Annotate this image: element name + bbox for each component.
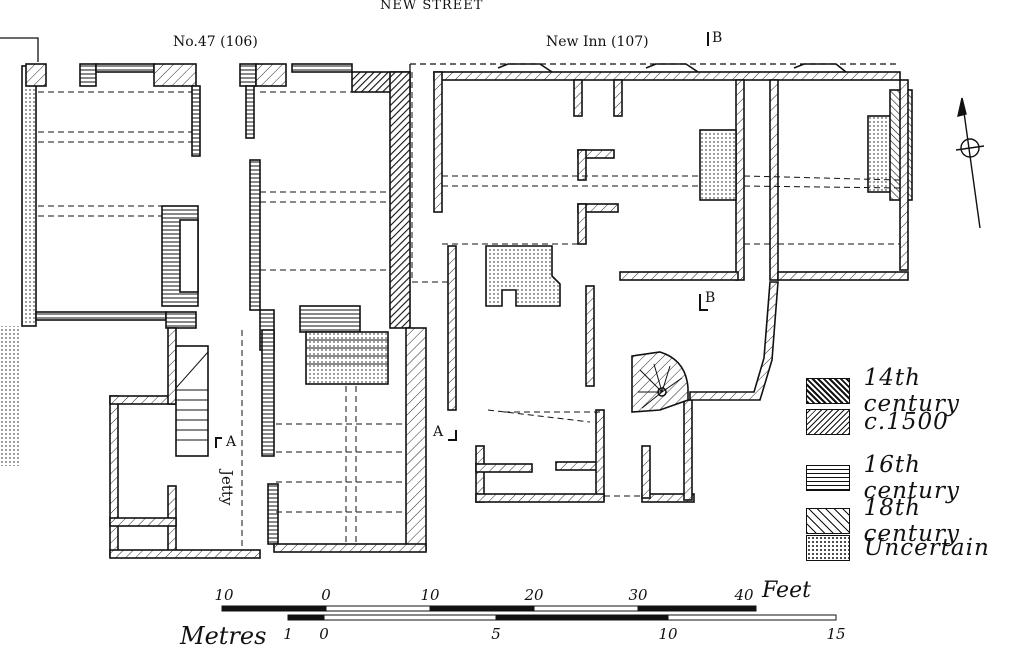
feet-tick: 10 [214, 586, 234, 604]
metres-tick: 15 [826, 625, 846, 643]
feet-tick: 40 [734, 586, 754, 604]
building-label-new-inn: New Inn (107) [546, 34, 649, 50]
legend-label: 16th century [863, 452, 960, 504]
beam-lines-no47 [38, 91, 406, 550]
legend-swatch [806, 535, 850, 561]
feet-tick: 30 [628, 586, 648, 604]
building-no47 [0, 63, 427, 559]
north-arrow-icon [955, 97, 985, 229]
feet-tick: 10 [420, 586, 440, 604]
metres-unit-label: Metres [180, 622, 267, 650]
legend-label: 14th century [863, 365, 960, 417]
legend-item-16th-century: 16th century [806, 452, 1024, 504]
metres-tick: 0 [319, 625, 329, 643]
section-b-bottom-label: B [705, 290, 716, 306]
legend-label: Uncertain [864, 535, 990, 561]
section-a-left-label: A [226, 434, 237, 450]
section-a-right-label: A [433, 424, 444, 440]
metres-tick: 5 [491, 625, 501, 643]
building-label-no47: No.47 (106) [173, 34, 258, 50]
feet-unit-label: Feet [762, 578, 811, 603]
section-markers [215, 32, 709, 448]
jetty-label: Jetty [218, 470, 236, 506]
legend-swatch [806, 508, 850, 534]
beam-lines-new-inn [411, 72, 901, 497]
legend-swatch [806, 378, 850, 404]
section-b-top-label: B [712, 30, 723, 46]
legend-item-14th-century: 14th century [806, 365, 1024, 417]
street-name: NEW STREET [380, 0, 484, 13]
scale-bar-feet [221, 605, 757, 612]
feet-tick: 20 [524, 586, 544, 604]
metres-tick: 10 [658, 625, 678, 643]
legend-label: 18th century [863, 495, 960, 547]
legend-item-uncertain: Uncertain [806, 535, 990, 561]
legend-item-18th-century: 18th century [806, 495, 1024, 547]
legend-swatch [806, 409, 850, 435]
scale-bar-metres [287, 614, 837, 621]
feet-tick: 0 [321, 586, 331, 604]
legend-item-c1500: c.1500 [806, 409, 949, 435]
building-new-inn [433, 63, 913, 503]
legend-swatch [806, 465, 850, 491]
metres-tick: 1 [283, 625, 293, 643]
legend-label: c.1500 [864, 409, 949, 435]
